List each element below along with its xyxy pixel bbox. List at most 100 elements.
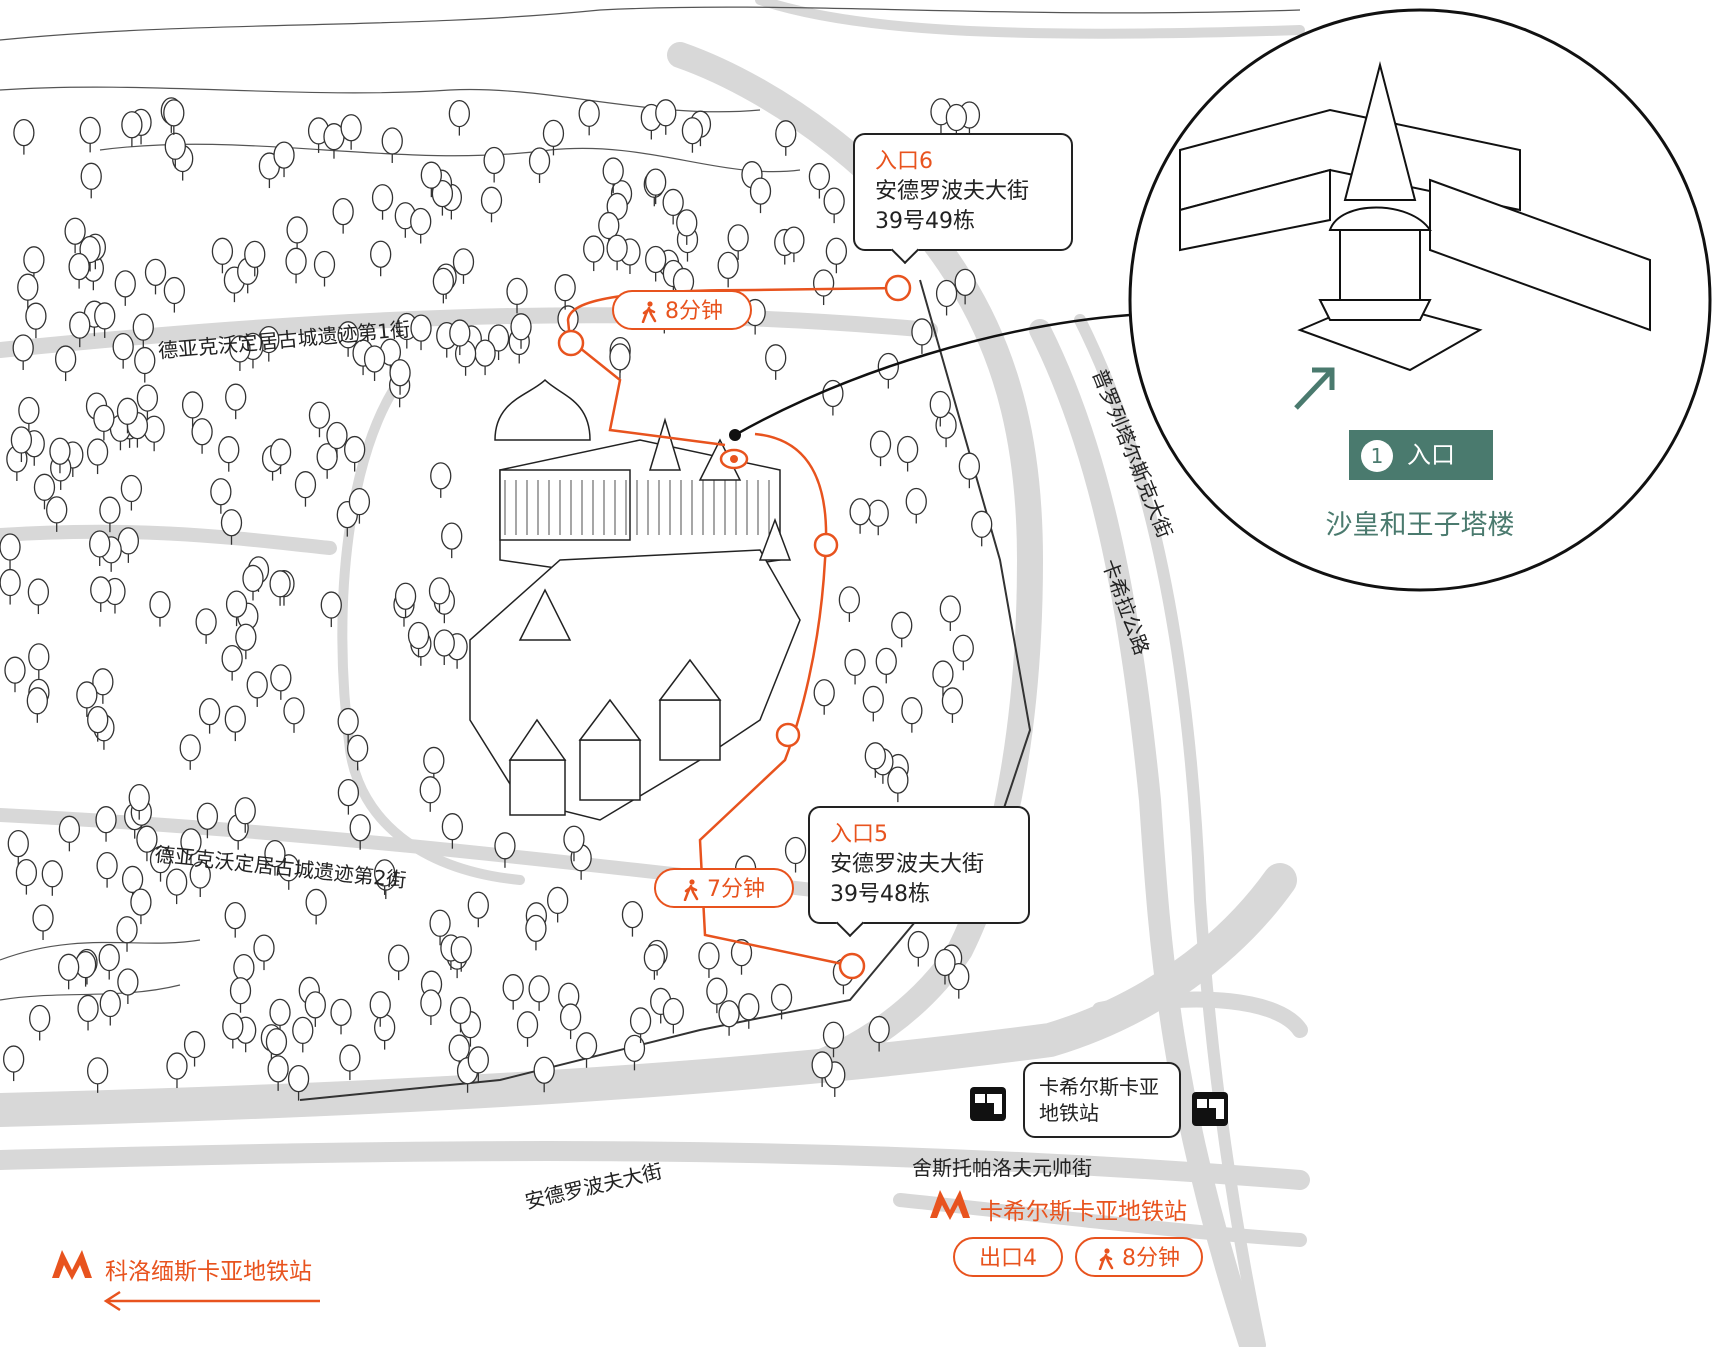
tree bbox=[287, 1064, 310, 1101]
tree bbox=[94, 302, 116, 338]
tree bbox=[559, 1003, 582, 1040]
tree bbox=[121, 111, 143, 147]
tree bbox=[0, 568, 21, 605]
tree bbox=[68, 252, 90, 289]
tree bbox=[164, 132, 186, 169]
metro-station-kolomenskaya[interactable]: 科洛缅斯卡亚地铁站 bbox=[105, 1259, 312, 1285]
tree bbox=[49, 437, 71, 474]
tree bbox=[210, 478, 232, 514]
tree bbox=[381, 127, 403, 163]
tree bbox=[808, 162, 831, 199]
tree bbox=[181, 391, 204, 427]
tree bbox=[132, 313, 154, 350]
tree bbox=[433, 629, 455, 666]
tree bbox=[954, 268, 976, 305]
trees bbox=[0, 97, 993, 1101]
tree bbox=[90, 576, 112, 612]
tree bbox=[114, 270, 136, 306]
tree bbox=[370, 240, 392, 277]
tree bbox=[825, 237, 848, 274]
tree bbox=[901, 697, 923, 733]
bus-stop-line2: 地铁站 bbox=[1039, 1101, 1099, 1125]
metro-station-kashirskaya[interactable]: 卡希尔斯卡亚地铁站 bbox=[980, 1199, 1187, 1225]
tree bbox=[98, 943, 120, 980]
tree bbox=[221, 644, 243, 681]
walk-time-entrance-5: 7分钟 bbox=[654, 868, 794, 908]
tree bbox=[86, 1057, 109, 1093]
tree bbox=[430, 462, 452, 498]
tree bbox=[285, 247, 307, 284]
tree bbox=[935, 279, 958, 316]
tree bbox=[410, 207, 432, 244]
tree bbox=[69, 311, 91, 348]
tree bbox=[89, 530, 111, 566]
tree bbox=[676, 209, 698, 245]
tree bbox=[389, 359, 411, 395]
tree bbox=[449, 996, 472, 1033]
tree bbox=[420, 161, 442, 198]
tree bbox=[952, 634, 974, 671]
tree bbox=[77, 994, 99, 1031]
tree bbox=[868, 1015, 890, 1052]
entrance-marker-icon bbox=[730, 455, 738, 463]
tree bbox=[18, 396, 40, 433]
tree bbox=[80, 162, 102, 199]
tree bbox=[99, 496, 121, 533]
tree bbox=[502, 974, 524, 1010]
tree bbox=[823, 187, 845, 224]
tree bbox=[363, 345, 386, 381]
tree bbox=[783, 226, 805, 263]
inset-connector bbox=[734, 313, 1131, 437]
tree bbox=[163, 276, 186, 313]
tree bbox=[419, 776, 441, 812]
tree bbox=[134, 346, 156, 383]
tree bbox=[420, 989, 442, 1026]
walking-person-icon bbox=[641, 301, 657, 323]
walking-person-icon bbox=[1098, 1248, 1114, 1270]
entrance-5-card[interactable]: 入口5 安德罗波夫大街 39号48栋 bbox=[808, 806, 1030, 924]
palace-complex bbox=[469, 378, 801, 821]
tree bbox=[149, 846, 172, 882]
tree bbox=[546, 886, 569, 923]
tree bbox=[337, 778, 360, 815]
tree bbox=[189, 861, 211, 898]
tree bbox=[95, 806, 117, 842]
tree bbox=[643, 944, 666, 980]
entrance-5-street: 安德罗波夫大街 bbox=[830, 852, 985, 877]
tree bbox=[286, 216, 308, 252]
tree bbox=[609, 343, 631, 379]
tree bbox=[575, 1032, 598, 1068]
tree bbox=[224, 901, 246, 938]
tree bbox=[15, 858, 38, 895]
arrow-up-right-icon bbox=[1294, 367, 1335, 410]
tree bbox=[28, 643, 50, 679]
tree bbox=[602, 157, 624, 194]
walk-time-metro: 8分钟 bbox=[1075, 1237, 1203, 1277]
tree bbox=[79, 116, 101, 153]
tree bbox=[349, 814, 371, 850]
tree bbox=[629, 1007, 652, 1043]
tree bbox=[583, 235, 605, 272]
tree bbox=[273, 141, 295, 178]
tree bbox=[234, 797, 256, 833]
tree bbox=[26, 687, 48, 723]
tree bbox=[166, 1052, 188, 1089]
tree bbox=[27, 578, 50, 615]
tree bbox=[662, 997, 684, 1034]
tree bbox=[64, 217, 86, 254]
tree bbox=[269, 570, 291, 606]
tree bbox=[939, 595, 961, 632]
tree bbox=[849, 498, 871, 534]
tree bbox=[304, 991, 326, 1027]
tree bbox=[320, 591, 342, 628]
entrance-6-card[interactable]: 入口6 安德罗波夫大街 39号49栋 bbox=[853, 133, 1073, 251]
tree bbox=[528, 147, 551, 184]
tree bbox=[136, 384, 159, 421]
tree bbox=[283, 697, 305, 733]
tree bbox=[269, 438, 292, 475]
tree bbox=[738, 993, 760, 1029]
tree bbox=[510, 313, 532, 349]
entrance-6-title: 入口6 bbox=[875, 149, 933, 174]
tree bbox=[32, 904, 54, 941]
left-arrow-icon bbox=[103, 1290, 320, 1312]
